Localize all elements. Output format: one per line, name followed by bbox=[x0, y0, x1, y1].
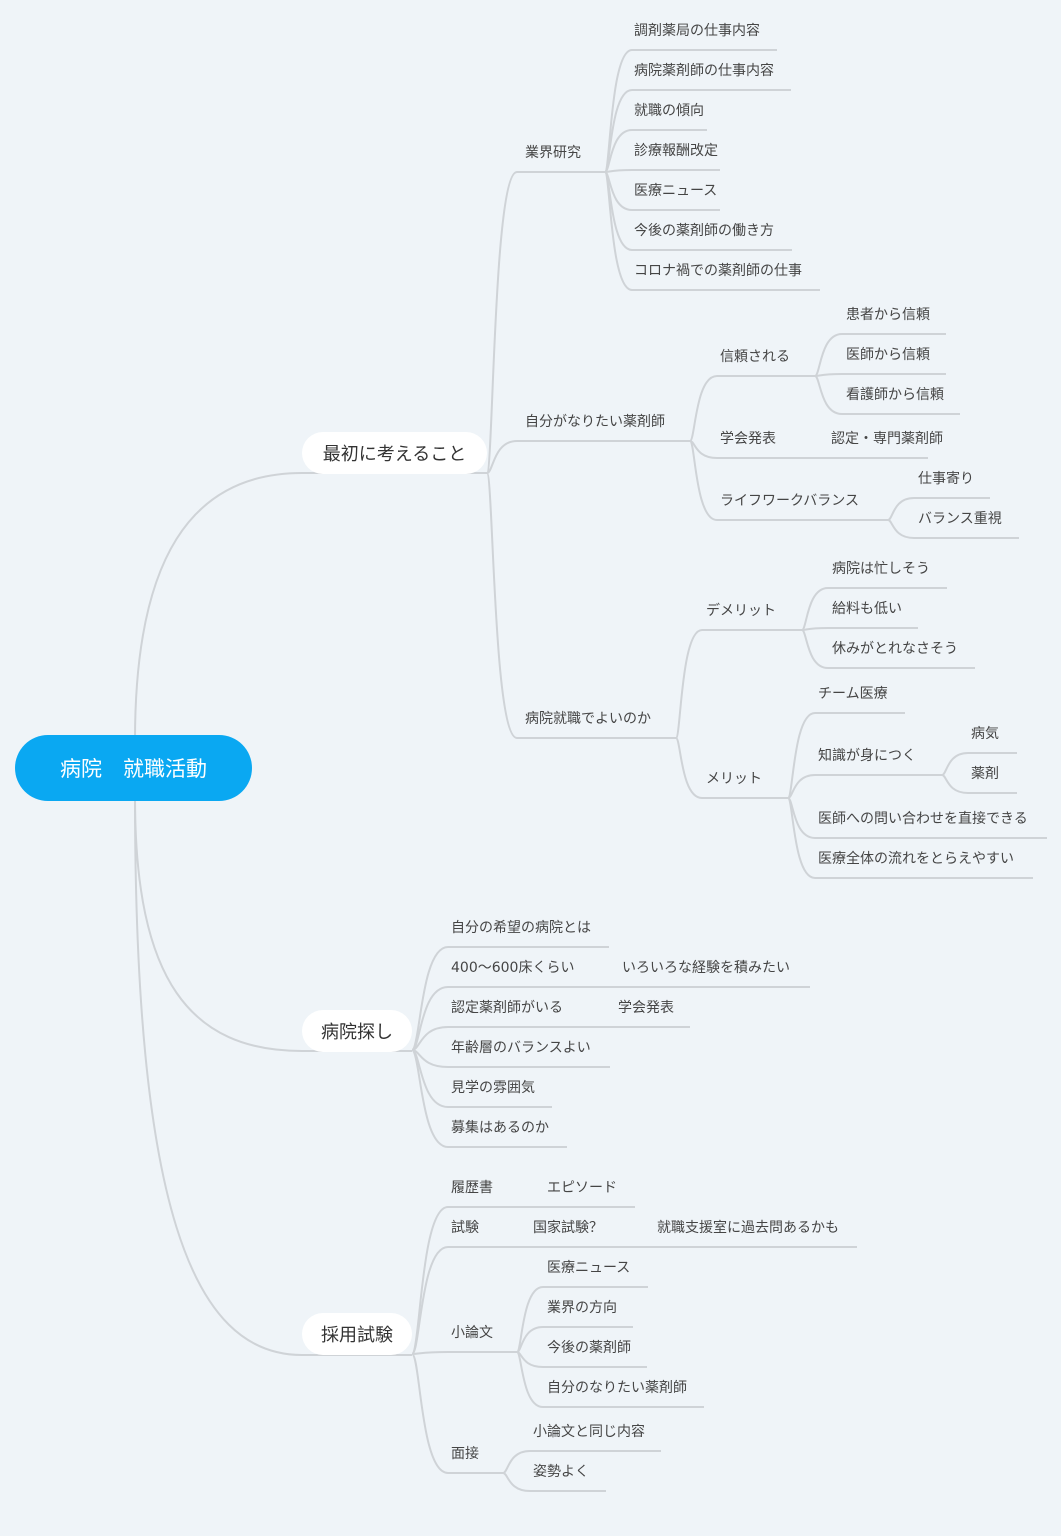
connector-line bbox=[486, 171, 605, 474]
topic-node[interactable]: エピソード bbox=[547, 1180, 617, 1196]
main-topic-recruitment-exam[interactable]: 採用試験 bbox=[302, 1313, 412, 1355]
connector-line bbox=[502, 1450, 661, 1474]
topic-node[interactable]: いろいろな経験を積みたい bbox=[622, 960, 790, 976]
topic-node[interactable]: 国家試験？ bbox=[533, 1220, 603, 1236]
connector-line bbox=[411, 1353, 503, 1474]
connector-line bbox=[689, 440, 888, 521]
connector-line bbox=[411, 1049, 567, 1148]
topic-node[interactable]: 募集はあるのか bbox=[451, 1120, 549, 1136]
connector-line bbox=[411, 986, 810, 1051]
connector-line bbox=[814, 375, 960, 415]
connector-line bbox=[411, 1351, 517, 1355]
topic-node[interactable]: 認定薬剤師がいる bbox=[451, 1000, 563, 1016]
topic-node[interactable]: 自分のなりたい薬剤師 bbox=[547, 1380, 687, 1396]
connector-line bbox=[516, 1326, 633, 1353]
root-link-first-considerations bbox=[134, 472, 487, 741]
topic-node[interactable]: バランス重視 bbox=[918, 511, 1002, 527]
connector-line bbox=[675, 737, 788, 799]
topic-node[interactable]: 就職支援室に過去問あるかも bbox=[657, 1220, 839, 1236]
main-topic-hospital-search[interactable]: 病院探し bbox=[302, 1010, 412, 1052]
connector-line bbox=[814, 373, 946, 377]
connector-line bbox=[887, 497, 990, 521]
topic-node[interactable]: 診療報酬改定 bbox=[634, 143, 718, 159]
connector-line bbox=[516, 1351, 704, 1408]
topic-node[interactable]: 見学の雰囲気 bbox=[451, 1080, 535, 1096]
root-link-hospital-search bbox=[134, 797, 412, 1052]
topic-node[interactable]: 調剤薬局の仕事内容 bbox=[634, 23, 760, 39]
topic-node[interactable]: コロナ禍での薬剤師の仕事 bbox=[634, 263, 802, 279]
topic-node[interactable]: 小論文と同じ内容 bbox=[533, 1424, 645, 1440]
topic-node[interactable]: ライフワークバランス bbox=[720, 493, 860, 509]
topic-node[interactable]: 患者から信頼 bbox=[846, 307, 930, 323]
connector-line bbox=[801, 629, 975, 669]
connector-line bbox=[411, 1246, 857, 1355]
topic-node[interactable]: 面接 bbox=[451, 1446, 479, 1462]
topic-node[interactable]: 試験 bbox=[451, 1220, 479, 1236]
topic-node[interactable]: 仕事寄り bbox=[918, 471, 974, 487]
connector-line bbox=[502, 1472, 606, 1492]
connector-line bbox=[887, 519, 1019, 539]
connector-line bbox=[801, 587, 947, 631]
topic-node[interactable]: メリット bbox=[706, 771, 762, 787]
topic-node[interactable]: 医師への問い合わせを直接できる bbox=[818, 811, 1028, 827]
topic-node[interactable]: 業界の方向 bbox=[547, 1300, 617, 1316]
connector-line bbox=[801, 627, 918, 631]
topic-node[interactable]: 就職の傾向 bbox=[634, 103, 704, 119]
topic-node[interactable]: 医療ニュース bbox=[634, 183, 718, 199]
connector-line bbox=[604, 171, 820, 291]
connector-line bbox=[486, 472, 676, 739]
connector-line bbox=[604, 129, 707, 173]
main-topic-first-considerations[interactable]: 最初に考えること bbox=[302, 432, 487, 474]
topic-node[interactable]: 学会発表 bbox=[618, 1000, 674, 1016]
connector-line bbox=[486, 440, 690, 474]
topic-node[interactable]: 病院薬剤師の仕事内容 bbox=[634, 63, 774, 79]
connector-line bbox=[411, 1026, 690, 1051]
topic-node[interactable]: 自分がなりたい薬剤師 bbox=[525, 414, 665, 430]
topic-node[interactable]: 医療全体の流れをとらえやすい bbox=[818, 851, 1014, 867]
topic-node[interactable]: 学会発表 bbox=[720, 431, 776, 447]
root-topic[interactable]: 病院 就職活動 bbox=[15, 735, 252, 801]
topic-node[interactable]: 400～600床くらい bbox=[451, 960, 575, 976]
topic-node[interactable]: 信頼される bbox=[720, 349, 790, 365]
topic-node[interactable]: 給料も低い bbox=[832, 601, 902, 617]
topic-node[interactable]: 今後の薬剤師の働き方 bbox=[634, 223, 774, 239]
topic-node[interactable]: 医療ニュース bbox=[547, 1260, 631, 1276]
topic-node[interactable]: 薬剤 bbox=[971, 766, 999, 782]
topic-node[interactable]: 病院は忙しそう bbox=[832, 561, 930, 577]
connector-line bbox=[675, 629, 802, 739]
connector-line bbox=[787, 774, 942, 799]
topic-node[interactable]: 自分の希望の病院とは bbox=[451, 920, 591, 936]
connector-line bbox=[787, 797, 1033, 879]
topic-node[interactable]: 病院就職でよいのか bbox=[525, 711, 651, 727]
topic-node[interactable]: 看護師から信頼 bbox=[846, 387, 944, 403]
connector-line bbox=[941, 774, 1017, 794]
topic-node[interactable]: 小論文 bbox=[451, 1325, 493, 1341]
root-link-recruitment-exam bbox=[134, 797, 412, 1356]
topic-node[interactable]: 今後の薬剤師 bbox=[547, 1340, 631, 1356]
topic-node[interactable]: 姿勢よく bbox=[533, 1464, 589, 1480]
topic-node[interactable]: 業界研究 bbox=[525, 145, 581, 161]
connector-line bbox=[787, 712, 905, 799]
topic-node[interactable]: チーム医療 bbox=[818, 686, 888, 702]
topic-node[interactable]: デメリット bbox=[706, 603, 776, 619]
topic-node[interactable]: 知識が身につく bbox=[818, 748, 916, 764]
connector-line bbox=[941, 752, 1017, 776]
topic-node[interactable]: 履歴書 bbox=[451, 1180, 493, 1196]
connector-line bbox=[604, 169, 720, 173]
topic-node[interactable]: 年齢層のバランスよい bbox=[451, 1040, 591, 1056]
topic-node[interactable]: 病気 bbox=[971, 726, 999, 742]
topic-node[interactable]: 医師から信頼 bbox=[846, 347, 930, 363]
connector-line bbox=[814, 333, 946, 377]
connector-line bbox=[689, 375, 815, 442]
topic-node[interactable]: 認定・専門薬剤師 bbox=[831, 431, 943, 447]
topic-node[interactable]: 休みがとれなさそう bbox=[832, 641, 958, 657]
